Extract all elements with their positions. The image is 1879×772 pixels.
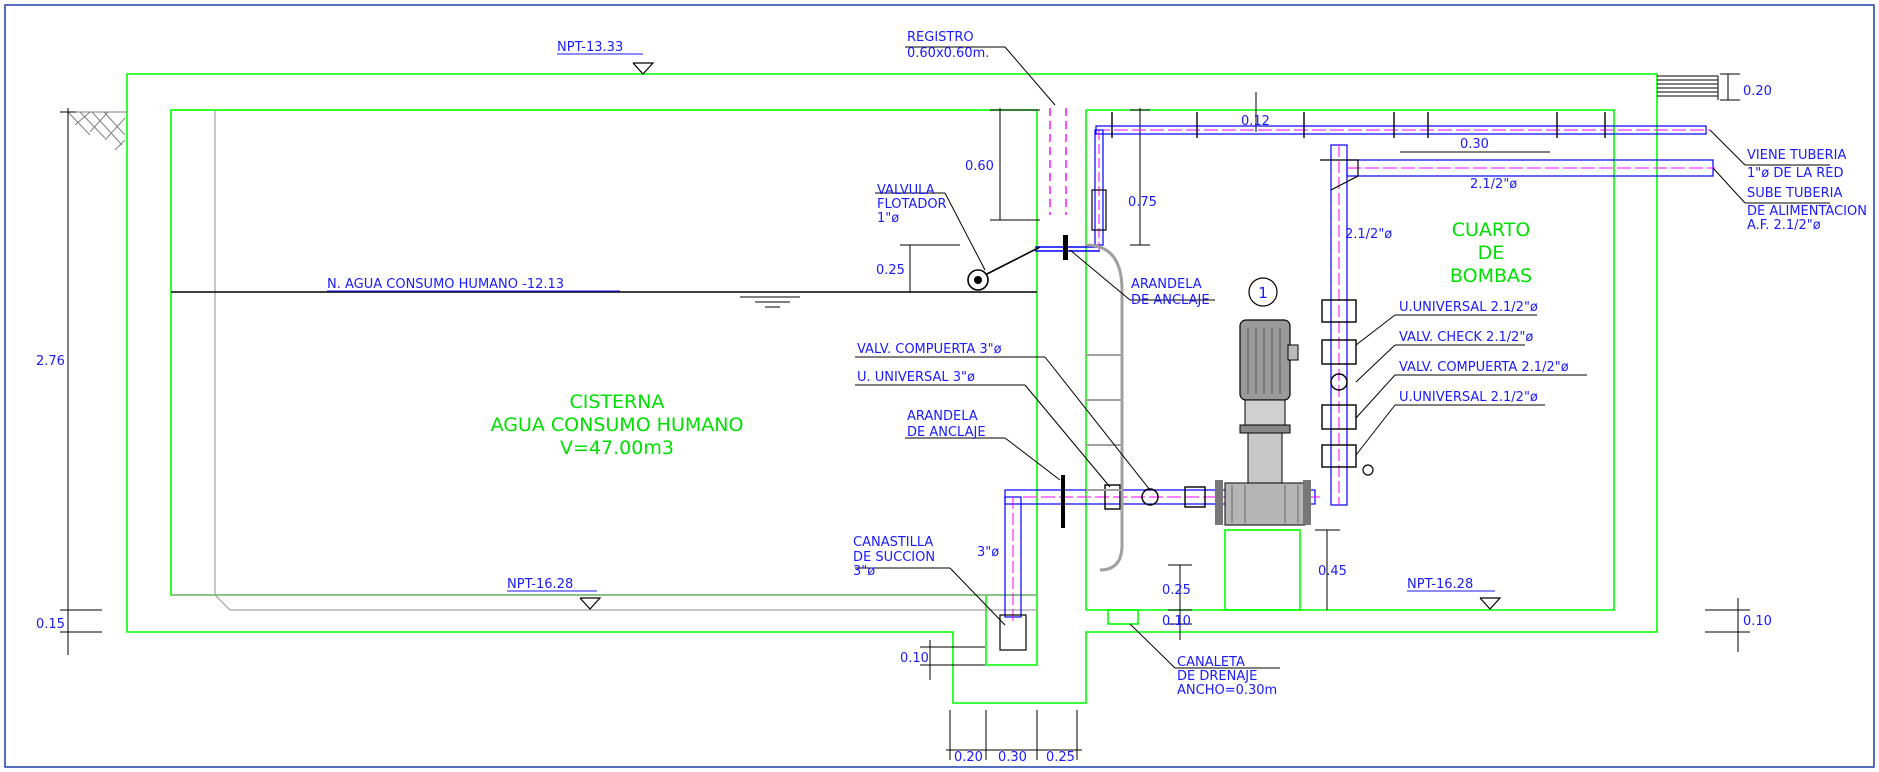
dim-0-12: 0.12	[1241, 114, 1270, 129]
room-titles: CISTERNA AGUA CONSUMO HUMANO V=47.00m3 C…	[491, 219, 1533, 459]
registro-label-2: 0.60x0.60m.	[907, 46, 989, 61]
npt-top-label: NPT-13.33	[557, 40, 623, 55]
pipe-212-label-a: 2.1/2"ø	[1345, 227, 1392, 242]
leader-lines	[855, 46, 1830, 669]
suction-pit	[985, 595, 1038, 666]
annotation-text: NPT-13.33 REGISTRO 0.60x0.60m. VALVULA F…	[327, 30, 1867, 698]
dim-0-10-drain: 0.10	[1162, 614, 1191, 629]
valvula-label-2: FLOTADOR	[877, 197, 947, 212]
check-212-label: VALV. CHECK 2.1/2"ø	[1399, 330, 1533, 345]
compuerta-212-label: VALV. COMPUERTA 2.1/2"ø	[1399, 360, 1569, 375]
cuarto-title-1: CUARTO	[1452, 219, 1531, 241]
viene-label-1: VIENE TUBERIA	[1747, 148, 1846, 163]
sube-label-2: DE ALIMENTACION	[1747, 204, 1867, 219]
dim-0-25-float: 0.25	[876, 263, 905, 278]
viene-label-2: 1"ø DE LA RED	[1747, 166, 1844, 181]
dim-0-20-top: 0.20	[1743, 84, 1772, 99]
slab-lines	[171, 110, 1037, 611]
water-level-label: N. AGUA CONSUMO HUMANO -12.13	[327, 277, 564, 292]
cisterna-title-1: CISTERNA	[570, 391, 665, 413]
canastilla-label-1: CANASTILLA	[853, 535, 933, 550]
dim-0-10-right: 0.10	[1743, 614, 1772, 629]
pipe-network	[967, 112, 1715, 651]
dimension-text: 2.76 0.15 0.60 0.25 0.75 0.12 0.30 0.20 …	[36, 84, 1772, 765]
sube-label-3: A.F. 2.1/2"ø	[1747, 218, 1821, 233]
registro-label-1: REGISTRO	[907, 30, 974, 45]
valvula-label-3: 1"ø	[877, 211, 899, 226]
npt-bottom-right-label: NPT-16.28	[1407, 577, 1473, 592]
canaleta-label-3: ANCHO=0.30m	[1177, 683, 1277, 698]
dim-0-45: 0.45	[1318, 564, 1347, 579]
cisterna-title-2: AGUA CONSUMO HUMANO	[491, 414, 744, 436]
outer-wall	[126, 73, 1658, 704]
cuarto-title-2: DE	[1478, 242, 1505, 264]
canaleta-label-1: CANALETA	[1177, 655, 1245, 670]
dim-0-15: 0.15	[36, 617, 65, 632]
pump-number-circle	[1248, 277, 1278, 307]
soil-hatch	[62, 111, 127, 151]
dimension-lines	[60, 73, 1750, 760]
dim-0-25-bottom: 0.25	[1046, 750, 1075, 765]
registro-hatch	[1049, 108, 1067, 215]
dim-0-75: 0.75	[1128, 195, 1157, 210]
dim-0-10-pit: 0.10	[900, 651, 929, 666]
pump-base	[1224, 529, 1301, 611]
sube-label-1: SUBE TUBERIA	[1747, 186, 1842, 201]
pipe-212-label-b: 2.1/2"ø	[1470, 177, 1517, 192]
pump-assembly	[1215, 319, 1311, 526]
pipe-3-label: 3"ø	[977, 545, 999, 560]
dim-0-30-top: 0.30	[1460, 137, 1489, 152]
water-symbol	[740, 296, 800, 308]
sheet-border	[4, 4, 1875, 768]
u-universal-3-label: U. UNIVERSAL 3"ø	[857, 370, 975, 385]
arandela-top-label-2: DE ANCLAJE	[1131, 293, 1210, 308]
dim-0-30-bottom: 0.30	[998, 750, 1027, 765]
level-markers	[579, 62, 1502, 610]
arandela-left-label-1: ARANDELA	[907, 409, 978, 424]
arandela-left-label-2: DE ANCLAJE	[907, 425, 986, 440]
dim-0-20-bottom: 0.20	[954, 750, 983, 765]
valv-compuerta-3-label: VALV. COMPUERTA 3"ø	[857, 342, 1002, 357]
dim-0-60: 0.60	[965, 159, 994, 174]
pump-room-inner-wall	[1085, 109, 1615, 611]
uu-212-top-label: U.UNIVERSAL 2.1/2"ø	[1399, 300, 1538, 315]
cisterna-title-3: V=47.00m3	[560, 437, 674, 459]
npt-bottom-left-label: NPT-16.28	[507, 577, 573, 592]
canastilla-label-3: 3"ø	[853, 564, 875, 579]
pump-number: 1	[1258, 284, 1268, 302]
uu-212-bottom-label: U.UNIVERSAL 2.1/2"ø	[1399, 390, 1538, 405]
canastilla-label-2: DE SUCCION	[853, 550, 935, 565]
canaleta-label-2: DE DRENAJE	[1177, 669, 1257, 684]
drain-channel	[1107, 609, 1139, 625]
valvula-label-1: VALVULA	[877, 183, 935, 198]
dim-2-76: 2.76	[36, 354, 65, 369]
dim-0-25-drain: 0.25	[1162, 583, 1191, 598]
stair-hatch	[1657, 75, 1719, 100]
label-underlines	[327, 53, 1495, 592]
cuarto-title-3: BOMBAS	[1450, 265, 1532, 287]
arandela-top-label-1: ARANDELA	[1131, 277, 1202, 292]
